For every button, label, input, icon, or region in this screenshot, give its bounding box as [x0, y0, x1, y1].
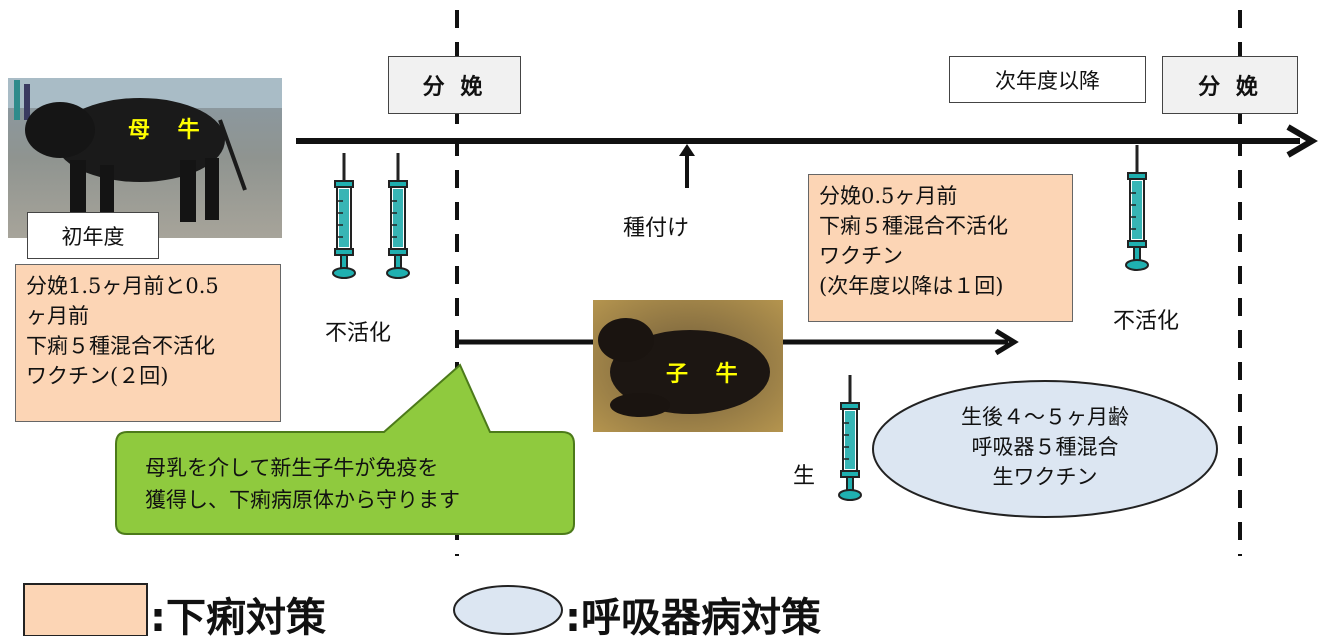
legend-respiratory-swatch: [453, 585, 563, 635]
note-line: 下痢５種混合不活化: [26, 334, 215, 358]
syringe-icon: [837, 373, 863, 502]
birth-label-1: 分 娩: [388, 56, 521, 114]
syringe-icon: [331, 151, 357, 280]
birth-label-2: 分 娩: [1162, 56, 1298, 114]
note-line: ワクチン(２回): [26, 364, 169, 388]
note-line: (次年度以降は１回): [819, 274, 1004, 298]
inactive-label-2: 不活化: [1113, 309, 1180, 334]
live-label: 生: [793, 464, 816, 489]
legend-diarrhea-swatch: [23, 583, 148, 636]
mating-label: 種付け: [623, 216, 690, 241]
respiratory-oval: [872, 380, 1218, 518]
next-year-label-text: 次年度以降: [995, 68, 1100, 93]
first-year-label: 初年度: [27, 212, 159, 259]
mother-cow-label: 母 牛: [128, 118, 210, 143]
inactive-label-1: 不活化: [325, 321, 392, 346]
syringe-icon: [1124, 143, 1150, 272]
cow-photo: [8, 78, 282, 238]
note-line: 分娩0.5ヶ月前: [819, 184, 958, 208]
next-year-vaccine-note: 分娩0.5ヶ月前 下痢５種混合不活化 ワクチン (次年度以降は１回): [808, 174, 1073, 322]
callout-text: 母乳を介して新生子牛が免疫を 獲得し、下痢病原体から守ります: [145, 452, 460, 516]
next-year-label: 次年度以降: [949, 56, 1146, 103]
legend-diarrhea-text: :下痢対策: [150, 595, 326, 641]
first-year-label-text: 初年度: [61, 224, 125, 249]
birth-label-1-text: 分 娩: [422, 75, 487, 100]
syringe-icon: [385, 151, 411, 280]
note-line: 下痢５種混合不活化: [819, 214, 1008, 238]
legend-respiratory-text: :呼吸器病対策: [565, 595, 821, 641]
note-line: ワクチン: [819, 244, 903, 268]
first-year-vaccine-note: 分娩1.5ヶ月前と0.5 ヶ月前 下痢５種混合不活化 ワクチン(２回): [15, 264, 281, 422]
callout-bubble: [115, 363, 575, 535]
note-line: 生後４～５ヶ月齢: [961, 405, 1129, 429]
birth-label-2-text: 分 娩: [1198, 75, 1262, 100]
respiratory-vaccine-note: 生後４～５ヶ月齢 呼吸器５種混合 生ワクチン: [890, 402, 1200, 492]
note-line: ヶ月前: [26, 304, 89, 328]
note-line: 生ワクチン: [992, 465, 1098, 489]
callout-line: 母乳を介して新生子牛が免疫を: [145, 456, 439, 480]
callout-line: 獲得し、下痢病原体から守ります: [145, 488, 460, 512]
calf-photo: [593, 300, 783, 432]
note-line: 分娩1.5ヶ月前と0.5: [26, 274, 219, 298]
calf-label: 子 牛: [666, 362, 748, 387]
note-line: 呼吸器５種混合: [971, 435, 1119, 459]
